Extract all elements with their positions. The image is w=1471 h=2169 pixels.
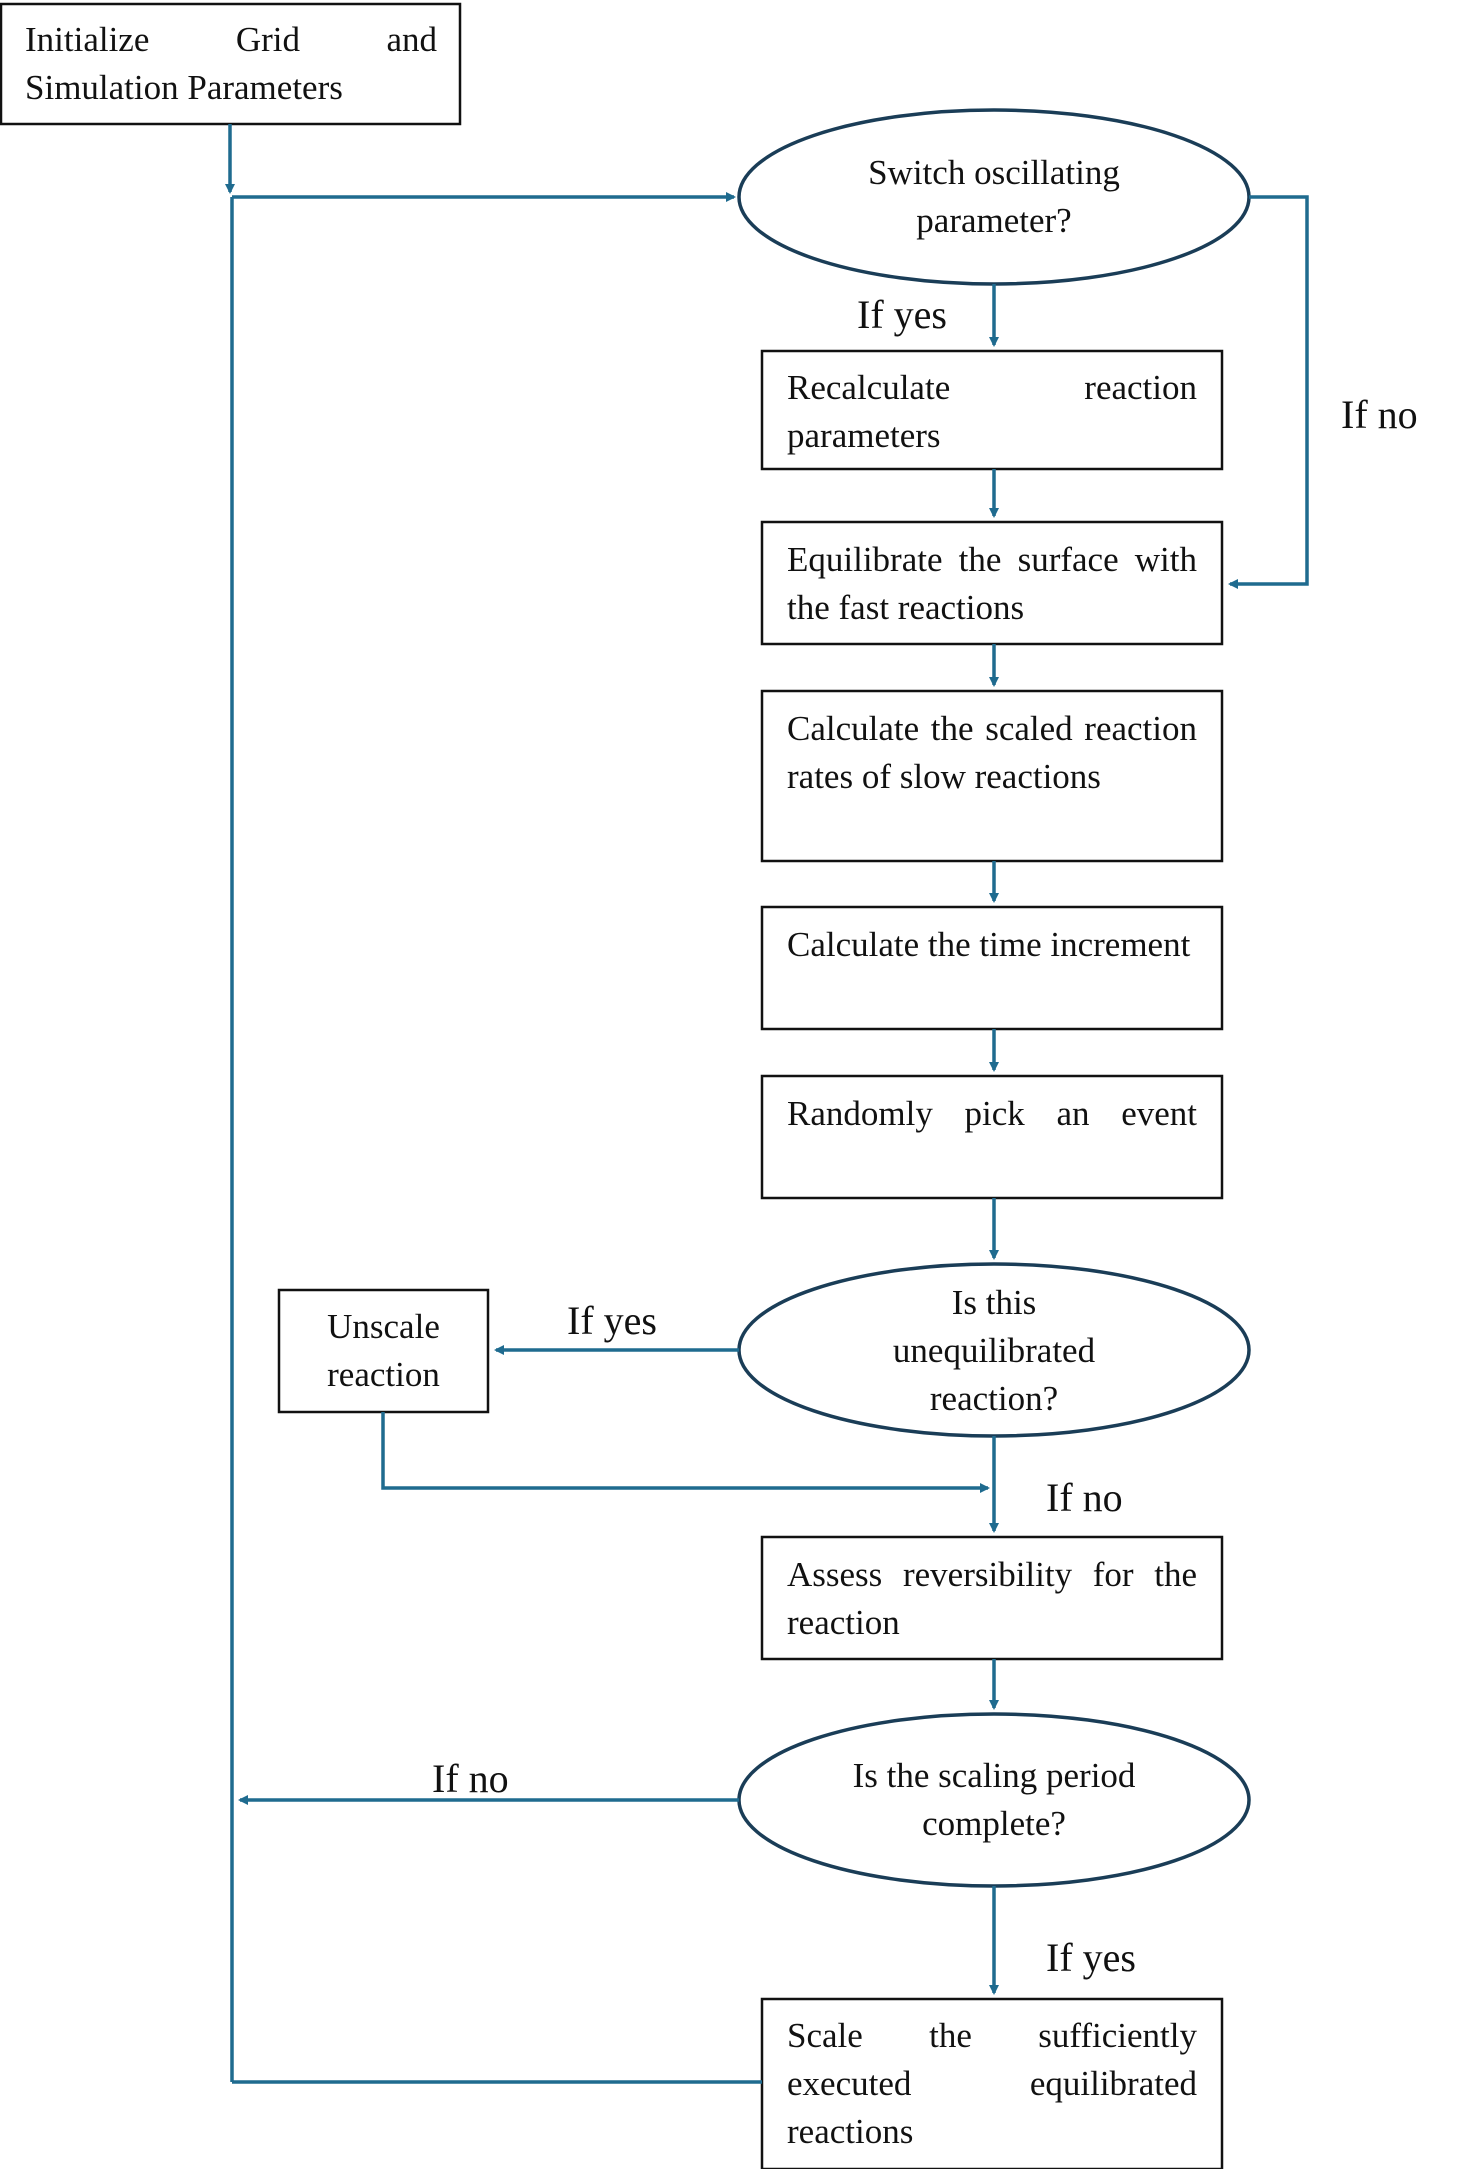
scale-box: [760, 1997, 1224, 2169]
pick-event-box: [760, 1074, 1224, 1200]
assess-text: Assess reversibility for the reaction: [787, 1555, 1197, 1642]
arrow-unscale-return: [381, 1412, 990, 1493]
calc-rates-text: Calculate the scaled reaction rates of s…: [787, 709, 1197, 796]
switch-decision-text: Switch oscillating parameter?: [868, 153, 1120, 240]
equilibrate-box: [760, 520, 1224, 646]
init-box: [0, 2, 462, 126]
scaling-decision-text: Is the scaling period complete?: [852, 1756, 1136, 1843]
label-scaling-yes: If yes: [1046, 1935, 1136, 1980]
unequil-decision-text: Is this unequilibrated reaction?: [892, 1283, 1096, 1418]
label-scaling-no: If no: [432, 1756, 509, 1801]
unscale-text: Unscale reaction: [327, 1307, 440, 1394]
label-switch-no: If no: [1341, 392, 1418, 437]
recalc-text: Recalculate reaction parameters: [787, 368, 1197, 455]
assess-box: [760, 1535, 1224, 1661]
calc-rates-box: [760, 689, 1224, 863]
scale-text: Scale the sufficiently executed equilibr…: [787, 2016, 1197, 2151]
pick-event-text: Randomly pick an event: [787, 1094, 1197, 1133]
init-text: Initialize Grid and Simulation Parameter…: [25, 20, 437, 107]
label-switch-yes: If yes: [857, 292, 947, 337]
label-unequil-no: If no: [1046, 1475, 1123, 1520]
recalc-box: [760, 349, 1224, 471]
calc-time-text: Calculate the time increment: [787, 925, 1191, 964]
equilibrate-text: Equilibrate the surface with the fast re…: [787, 540, 1197, 627]
calc-time-box: [760, 905, 1224, 1031]
label-unequil-yes: If yes: [567, 1298, 657, 1343]
arrow-switch-no: [1228, 195, 1309, 589]
